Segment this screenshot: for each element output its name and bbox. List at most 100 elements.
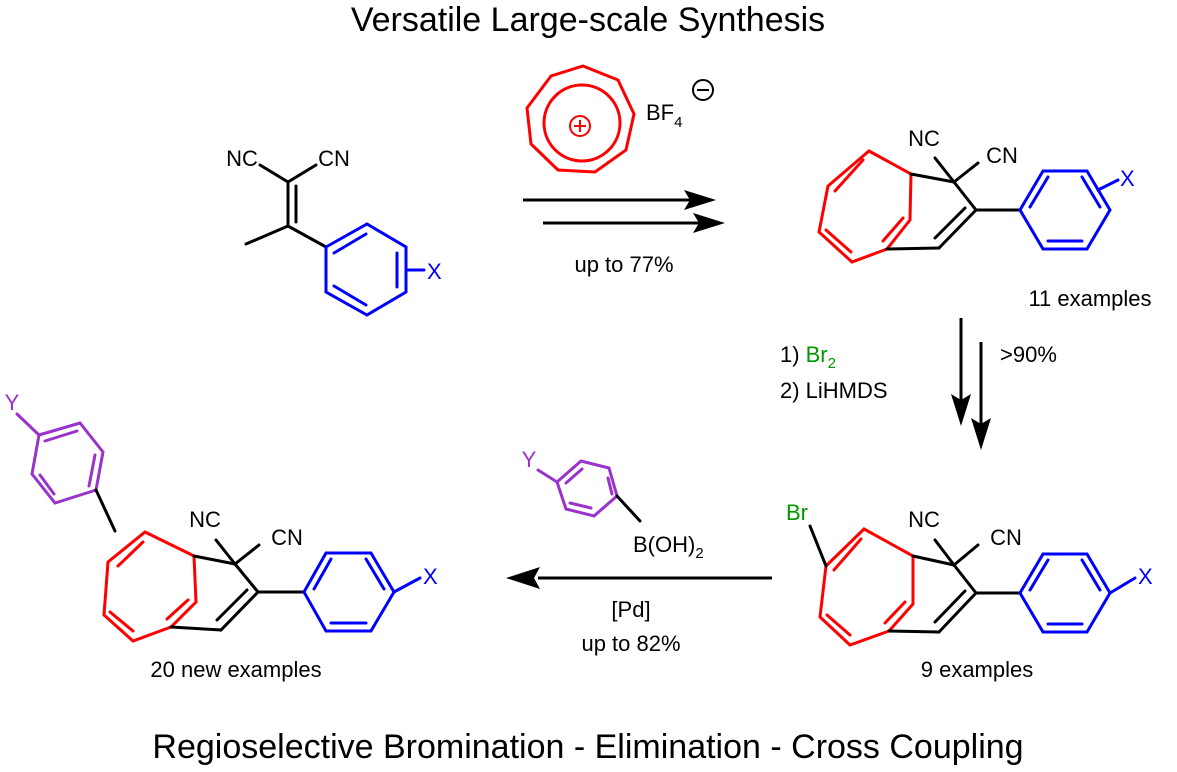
ring-double-bond: [165, 598, 190, 621]
step3-yield: up to 82%: [581, 631, 680, 656]
benzene-ring: [1018, 169, 1112, 251]
product-1: NC CN X: [817, 126, 1135, 264]
arrow-head: [684, 190, 716, 210]
substituent-bond: [1108, 576, 1137, 595]
substituent-bond: [392, 576, 422, 594]
bond: [933, 538, 956, 567]
ring-double-bond: [1028, 558, 1050, 592]
ring-double-bond: [1028, 175, 1050, 209]
biaryl-bond: [94, 488, 117, 533]
seven-membered-ring: [818, 527, 915, 647]
ring-double-bond: [364, 557, 386, 591]
ring-double-bond: [87, 453, 97, 488]
arrow-head: [506, 567, 540, 589]
y-label: Y: [5, 390, 20, 415]
ring-double-bond: [332, 232, 368, 255]
seven-membered-ring: [817, 149, 913, 264]
bond: [952, 563, 978, 595]
double-bond: [215, 588, 249, 622]
x-label: X: [423, 564, 438, 589]
double-bond: [937, 591, 978, 634]
aryl-ring-x: X: [302, 551, 438, 633]
methyl-bond: [244, 224, 290, 246]
y-label: Y: [522, 447, 537, 472]
bond: [233, 562, 260, 594]
scheme-title: Versatile Large-scale Synthesis: [351, 1, 825, 39]
substituent-bond: [1096, 178, 1120, 192]
bond: [885, 246, 941, 251]
step2-arrows: [951, 318, 991, 450]
ring-double-bond: [116, 540, 145, 568]
cn-label: CN: [271, 525, 303, 550]
x-label: X: [427, 259, 442, 284]
double-bond: [933, 589, 967, 624]
bond: [952, 161, 980, 184]
product-3: Y NC CN X: [5, 390, 438, 643]
double-bond: [219, 590, 260, 632]
step2-reagent-1: 1)Br2: [780, 342, 836, 372]
arrow-head: [971, 418, 991, 450]
bond: [933, 156, 956, 184]
product-3-count: 20 new examples: [150, 657, 321, 682]
bond: [233, 543, 261, 566]
bond: [286, 224, 328, 249]
bond: [214, 538, 237, 566]
cn-label: CN: [986, 143, 1018, 168]
tropylium-reagent: BF4: [525, 64, 714, 174]
benzene-ring: [302, 551, 396, 633]
ring-double-bond: [825, 613, 852, 637]
boronic-acid-label: B(OH)2: [633, 532, 704, 562]
bond: [286, 163, 318, 184]
aryl-ring-y: Y: [5, 390, 105, 505]
step1-yield: up to 77%: [574, 252, 673, 277]
ring-double-bond: [883, 600, 907, 625]
bond: [887, 629, 941, 634]
step2-reagent-2: 2) LiHMDS: [780, 378, 888, 403]
double-bond: [937, 208, 978, 250]
ring-double-bond: [832, 537, 863, 572]
x-label: X: [1138, 564, 1153, 589]
arrow-head: [693, 213, 725, 233]
step3-arrow: [506, 567, 772, 589]
nc-label: NC: [226, 146, 258, 171]
br-label: Br: [786, 500, 808, 525]
bf4-label: BF4: [646, 100, 682, 131]
ring-double-bond: [568, 501, 593, 510]
negative-charge-circle: [692, 79, 714, 101]
ring-double-bond: [833, 158, 865, 193]
arrow-head: [951, 394, 971, 426]
double-bond: [933, 206, 967, 240]
step2-yield: >90%: [1000, 342, 1057, 367]
aromatic-circle: [542, 83, 622, 163]
ring-double-bond: [43, 429, 79, 443]
ring-double-bond: [564, 467, 584, 485]
ring-double-bond: [38, 473, 56, 496]
aryl-ring-x: X: [324, 222, 442, 317]
aryl-ring-x: X: [1018, 552, 1153, 634]
seven-membered-ring: [102, 530, 198, 643]
nc-label: NC: [908, 507, 940, 532]
bond: [911, 554, 956, 567]
bond: [952, 543, 980, 567]
substituent-bond: [536, 468, 559, 484]
boronic-acid-reagent: Y B(OH)2: [522, 447, 704, 562]
bond: [169, 625, 223, 632]
x-label: X: [1120, 166, 1135, 191]
ring-double-bond: [332, 284, 368, 307]
aryl-ring-x: X: [1018, 166, 1135, 251]
nc-label: NC: [908, 126, 940, 151]
bond: [192, 554, 237, 566]
product-2: Br NC CN X: [786, 500, 1153, 647]
product-1-count: 11 examples: [1028, 286, 1151, 311]
product-2-count: 9 examples: [921, 657, 1034, 682]
benzene-ring: [1018, 552, 1112, 634]
ring-double-bond: [1080, 175, 1102, 209]
step1-arrows: [523, 190, 725, 233]
scheme-footer: Regioselective Bromination - Elimination…: [152, 728, 1023, 766]
ring-double-bond: [606, 476, 614, 496]
ring-double-bond: [1080, 558, 1102, 592]
bond: [952, 180, 978, 212]
nc-label: NC: [189, 507, 221, 532]
br-bond: [808, 524, 828, 568]
